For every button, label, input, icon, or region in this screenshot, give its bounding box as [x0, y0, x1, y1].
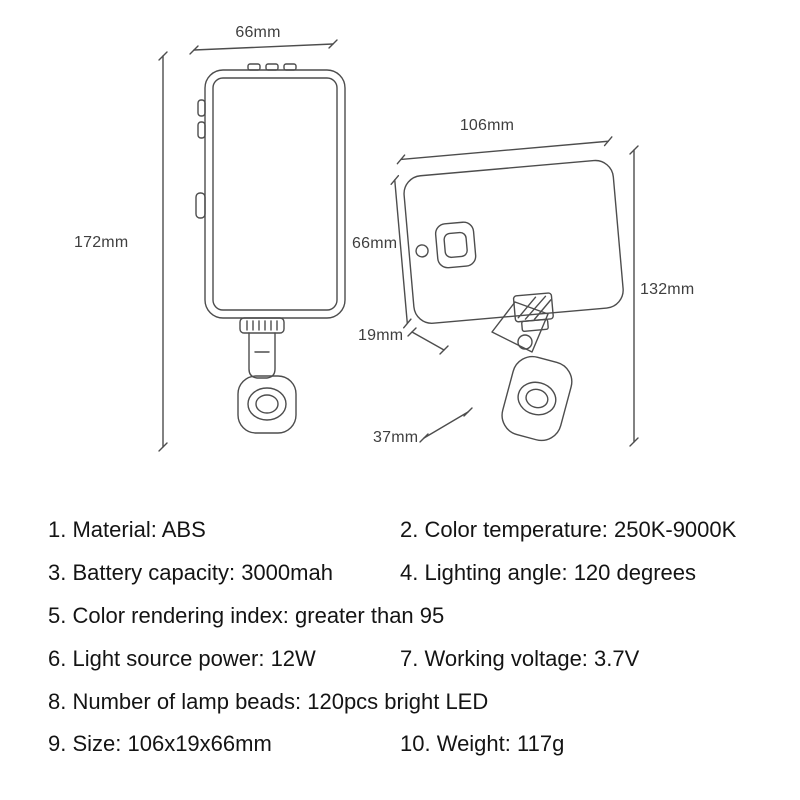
spec-row: 1. Material: ABS 2. Color temperature: 2…: [48, 509, 772, 552]
spec-item-color-temperature: 2. Color temperature: 250K-9000K: [400, 517, 737, 543]
side-overall-height-dimension-label: 132mm: [640, 281, 695, 298]
spec-row: 8. Number of lamp beads: 120pcs bright L…: [48, 680, 772, 723]
front-view-drawing: [158, 39, 346, 452]
clip-length-dimension-label: 37mm: [373, 429, 419, 446]
side-view-drawing: [390, 136, 639, 447]
spec-list: 1. Material: ABS 2. Color temperature: 2…: [48, 509, 772, 766]
spec-row: 9. Size: 106x19x66mm 10. Weight: 117g: [48, 723, 772, 766]
spec-item-lamp-beads: 8. Number of lamp beads: 120pcs bright L…: [48, 688, 489, 714]
spec-row: 6. Light source power: 12W 7. Working vo…: [48, 637, 772, 680]
side-thickness-dimension-label: 19mm: [358, 327, 404, 344]
spec-item-color-rendering-index: 5. Color rendering index: greater than 9…: [48, 602, 445, 628]
spec-item-size: 9. Size: 106x19x66mm: [48, 731, 272, 757]
spec-item-working-voltage: 7. Working voltage: 3.7V: [400, 645, 640, 671]
side-width-dimension-label: 106mm: [459, 117, 515, 134]
side-depth-dimension-label: 66mm: [352, 235, 398, 252]
spec-row: 5. Color rendering index: greater than 9…: [48, 595, 772, 638]
front-height-dimension-label: 172mm: [74, 234, 129, 251]
front-width-dimension-label: 66mm: [235, 24, 281, 41]
spec-item-light-source-power: 6. Light source power: 12W: [48, 645, 316, 671]
spec-item-battery-capacity: 3. Battery capacity: 3000mah: [48, 560, 333, 586]
product-line-drawings: [158, 39, 639, 452]
spec-item-material: 1. Material: ABS: [48, 517, 206, 543]
spec-row: 3. Battery capacity: 3000mah 4. Lighting…: [48, 552, 772, 595]
spec-item-lighting-angle: 4. Lighting angle: 120 degrees: [400, 560, 697, 586]
spec-item-weight: 10. Weight: 117g: [400, 731, 565, 757]
